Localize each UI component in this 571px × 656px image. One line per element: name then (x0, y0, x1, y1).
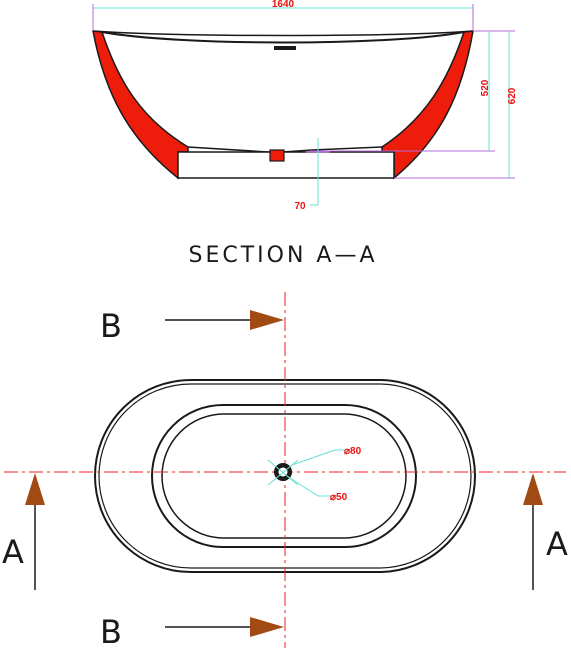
marker-a-right: A (546, 525, 568, 563)
arrow-b-bottom-head (250, 617, 284, 637)
callout-80: ⌀80 (344, 446, 362, 457)
callout-leader-80 (291, 449, 345, 466)
height-outer-label: 620 (507, 87, 518, 104)
arrow-b-top-head (250, 310, 284, 330)
callout-50: ⌀50 (330, 492, 348, 503)
overflow-slot (274, 46, 296, 50)
drain-recess (269, 149, 285, 162)
inner-bowl-outer (151, 404, 417, 548)
callout-leader-50 (286, 475, 332, 497)
inner-bowl-inner (161, 413, 407, 539)
marker-b-bottom: B (100, 613, 122, 651)
arrow-a-right-head (523, 473, 543, 505)
inner-bowl-line (101, 31, 465, 44)
plinth (177, 151, 395, 179)
section-view: 1640 520 620 70 SECTION A—A (92, 0, 518, 268)
offset-label: 70 (294, 201, 306, 212)
plan-view: ⌀80 ⌀50 B B A A (2, 292, 568, 651)
right-wall-section (381, 30, 474, 180)
height-inner-label: 520 (480, 79, 491, 96)
marker-a-left: A (2, 533, 24, 571)
marker-b-top: B (100, 307, 122, 345)
section-title: SECTION A—A (188, 243, 377, 268)
left-wall-section (92, 30, 189, 180)
top-rim-line (92, 30, 474, 37)
arrow-a-left-head (25, 473, 45, 505)
width-dim-label: 1640 (272, 0, 295, 10)
